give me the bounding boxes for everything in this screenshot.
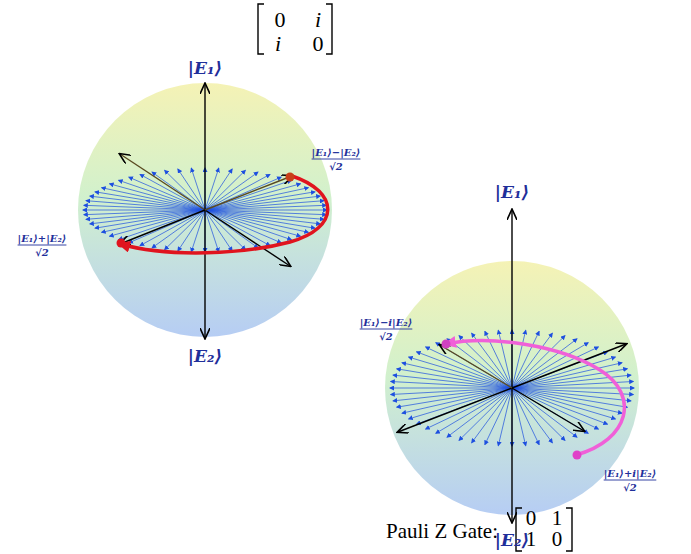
fraction-bars	[18, 159, 657, 480]
state-numerator: |E₁⟩+|E₂⟩	[18, 233, 67, 244]
matrix-entry: i	[275, 32, 281, 56]
state-ray	[83, 210, 205, 211]
state-ray	[205, 210, 232, 251]
state-ray	[205, 210, 281, 243]
state-ray	[512, 347, 598, 388]
fraction-bar	[18, 245, 67, 246]
matrix-entry: 1	[526, 528, 537, 551]
state-ray	[205, 205, 326, 210]
state-ray	[110, 184, 205, 210]
state-ray	[129, 177, 205, 210]
bloch-sphere	[78, 83, 332, 337]
state-ray	[512, 388, 634, 389]
matrix-entry: 0	[552, 528, 563, 551]
fraction-bar	[604, 480, 657, 481]
state-denominator: √2	[35, 247, 49, 258]
state-ray	[426, 347, 512, 388]
state-ray	[95, 210, 205, 228]
basis-label: |E₂⟩	[188, 347, 222, 366]
state-ray	[512, 388, 598, 429]
red-path	[120, 176, 328, 253]
state-rays	[83, 168, 634, 446]
axes	[120, 84, 626, 522]
state-ray	[165, 170, 205, 210]
state-ray	[512, 388, 588, 433]
state-ray	[391, 388, 512, 395]
state-dot	[573, 451, 582, 460]
state-ray	[498, 330, 512, 388]
state-ray	[426, 388, 512, 429]
state-ray	[205, 210, 219, 252]
state-ray	[84, 210, 205, 215]
state-ray	[512, 388, 552, 443]
basis-label: |E₁⟩	[188, 59, 222, 78]
state-ray	[178, 169, 205, 210]
state-ray	[205, 210, 300, 236]
state-denominator: √2	[329, 161, 343, 172]
state-numerator: |E₁⟩+i|E₂⟩	[604, 468, 657, 479]
state-ray	[512, 388, 607, 424]
state-ray	[205, 210, 245, 250]
state-ray	[436, 343, 512, 388]
state-dot	[286, 173, 295, 182]
state-ray	[205, 210, 291, 240]
state-dot	[442, 340, 451, 349]
state-numerator: |E₁⟩−i|E₂⟩	[360, 317, 413, 328]
state-ray	[512, 388, 526, 446]
state-ray	[86, 210, 205, 219]
matrix-entry: 0	[526, 507, 537, 530]
fraction-bar	[360, 329, 413, 330]
matrix-entry: 1	[552, 507, 563, 530]
state-denominator: √2	[623, 482, 637, 493]
state-ray	[205, 201, 324, 210]
matrix-entry: 0	[275, 8, 286, 32]
state-ray	[119, 180, 205, 210]
state-ray	[205, 192, 315, 210]
basis-label: |E₂⟩	[495, 531, 529, 550]
state-ray	[417, 352, 512, 388]
state-dot	[117, 239, 126, 248]
state-numerator: |E₁⟩−|E₂⟩	[312, 147, 361, 158]
gate-name: Pauli Z Gate:	[386, 520, 498, 543]
state-ray	[191, 168, 205, 210]
matrix-entry: 0	[313, 32, 324, 56]
matrix-entry: i	[315, 8, 321, 32]
state-ray	[390, 388, 512, 389]
state-ray	[205, 210, 327, 211]
basis-label: |E₁⟩	[495, 183, 529, 202]
state-denominator: √2	[379, 331, 393, 342]
magenta-path	[446, 341, 624, 455]
fraction-bar	[312, 159, 361, 160]
